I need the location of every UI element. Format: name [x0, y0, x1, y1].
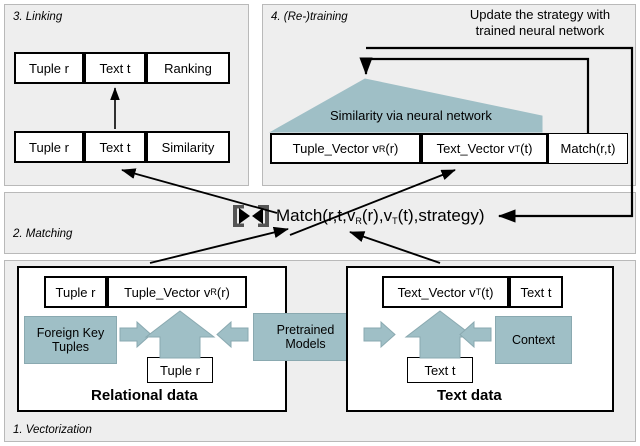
matching-expr-part-5: (t),strategy) [397, 206, 485, 225]
relational-tuple-vector-sub: R [210, 287, 217, 297]
linking-bottom-cell-tuple: Tuple r [14, 131, 84, 163]
linking-top-cell-text: Text t [84, 52, 146, 84]
panel-retraining-label: 4. (Re-)training [271, 11, 348, 23]
linking-bottom-cell-text: Text t [84, 131, 146, 163]
retraining-tuple-vector-tail: (r) [385, 141, 399, 156]
relational-tuple-vector-tail: (r) [216, 284, 230, 300]
foreign-key-tuples-box: Foreign Key Tuples [24, 316, 117, 364]
context-box: Context [495, 316, 572, 364]
text-under-arrow-box: Text t [407, 357, 473, 383]
linking-top-cell-tuple: Tuple r [14, 52, 84, 84]
linking-bottom-cell-similarity: Similarity [146, 131, 230, 163]
trapezoid-label: Similarity via neural network [330, 108, 492, 123]
panel-linking-label: 3. Linking [13, 11, 63, 23]
matching-expr-part-3: (r),v [361, 206, 393, 225]
retraining-cell-match: Match(r,t) [548, 133, 628, 164]
text-cell-text: Text t [509, 276, 563, 308]
feedback-caption: Update the strategy with trained neural … [469, 7, 611, 38]
linking-top-cell-ranking: Ranking [146, 52, 230, 84]
relational-tuple-vector-label: Tuple_Vector v [124, 284, 211, 300]
relational-cell-tuple: Tuple r [44, 276, 107, 308]
relational-under-arrow-box: Tuple r [147, 357, 213, 383]
matching-expression: Match(r,t,vR(r),vT(t),strategy) [276, 206, 484, 226]
retraining-text-vector-tail: (t) [520, 141, 533, 156]
retraining-text-vector-label: Text_Vector v [436, 141, 515, 156]
text-vector-sub: T [475, 287, 482, 297]
relational-data-title: Relational data [91, 387, 198, 404]
text-data-title: Text data [437, 387, 502, 404]
panel-vectorization-label: 1. Vectorization [13, 424, 92, 436]
retraining-tuple-vector-label: Tuple_Vector v [292, 141, 379, 156]
pretrained-models-box: Pretrained Models [253, 313, 358, 361]
matching-expr-part-1: Match(r,t,v [276, 206, 356, 225]
text-vector-tail: (t) [481, 284, 494, 300]
text-vector-label: Text_Vector v [397, 284, 476, 300]
panel-matching-label: 2. Matching [13, 228, 73, 240]
